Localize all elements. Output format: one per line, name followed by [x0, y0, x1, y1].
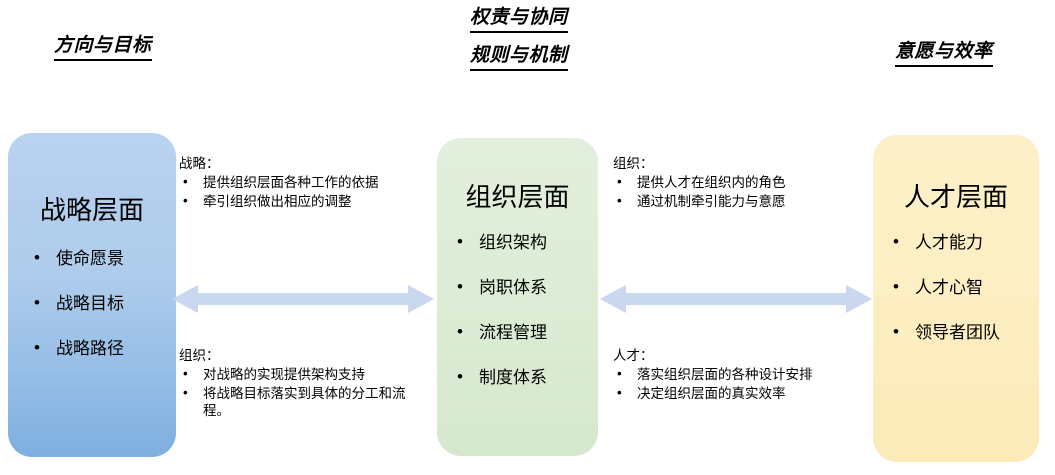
- double-arrow-icon-organization-talent: [600, 283, 872, 315]
- list-item: 提供组织层面各种工作的依据: [179, 173, 429, 191]
- note-title: 战略：: [179, 156, 220, 171]
- list-item: 决定组织层面的真实效率: [613, 384, 873, 402]
- note-strategy-to-organization: 战略： 提供组织层面各种工作的依据 牵引组织做出相应的调整: [179, 155, 429, 211]
- list-item: 对战略的实现提供架构支持: [179, 365, 424, 383]
- list-item: 流程管理: [449, 323, 598, 341]
- list-item: 组织架构: [449, 233, 598, 251]
- list-item: 制度体系: [449, 368, 598, 386]
- list-item: 岗职体系: [449, 278, 598, 296]
- pillar-talent-title: 人才层面: [903, 182, 1008, 212]
- pillar-strategy-level[interactable]: 战略层面 使命愿景 战略目标 战略路径: [8, 133, 176, 457]
- heading-rules-text: 规则与机制: [470, 44, 568, 71]
- list-item: 人才能力: [885, 233, 1039, 251]
- heading-authority-text: 权责与协同: [470, 6, 568, 33]
- list-item: 落实组织层面的各种设计安排: [613, 365, 873, 383]
- list-item: 战略路径: [26, 339, 176, 357]
- note-list: 对战略的实现提供架构支持 将战略目标落实到具体的分工和流程。: [179, 365, 424, 420]
- heading-rules-line: 规则与机制: [470, 44, 568, 71]
- list-item: 牵引组织做出相应的调整: [179, 192, 429, 210]
- double-arrow-icon-strategy-organization: [172, 283, 434, 315]
- note-talent-to-organization: 人才： 落实组织层面的各种设计安排 决定组织层面的真实效率: [613, 347, 873, 403]
- note-title: 组织：: [179, 348, 220, 363]
- heading-willingness-and-efficiency: 意愿与效率: [895, 40, 993, 67]
- pillar-talent-list: 人才能力 人才心智 领导者团队: [873, 233, 1039, 341]
- note-title: 人才：: [613, 348, 654, 363]
- list-item: 通过机制牵引能力与意愿: [613, 192, 863, 210]
- note-organization-to-talent: 组织： 提供人才在组织内的角色 通过机制牵引能力与意愿: [613, 155, 863, 211]
- pillar-strategy-list: 使命愿景 战略目标 战略路径: [8, 249, 176, 357]
- pillar-organization-title: 组织层面: [465, 182, 570, 212]
- pillar-talent-level[interactable]: 人才层面 人才能力 人才心智 领导者团队: [873, 135, 1039, 462]
- heading-willingness-text: 意愿与效率: [895, 40, 993, 67]
- list-item: 提供人才在组织内的角色: [613, 173, 863, 191]
- list-item: 将战略目标落实到具体的分工和流程。: [179, 384, 424, 420]
- note-list: 提供人才在组织内的角色 通过机制牵引能力与意愿: [613, 173, 863, 210]
- list-item: 领导者团队: [885, 323, 1039, 341]
- pillar-organization-level[interactable]: 组织层面 组织架构 岗职体系 流程管理 制度体系: [437, 138, 598, 456]
- heading-authority-line: 权责与协同: [470, 6, 568, 33]
- pillar-organization-list: 组织架构 岗职体系 流程管理 制度体系: [437, 233, 598, 386]
- list-item: 战略目标: [26, 294, 176, 312]
- note-organization-to-strategy: 组织： 对战略的实现提供架构支持 将战略目标落实到具体的分工和流程。: [179, 347, 424, 420]
- note-list: 提供组织层面各种工作的依据 牵引组织做出相应的调整: [179, 173, 429, 210]
- heading-direction-and-goals-text: 方向与目标: [54, 34, 152, 61]
- list-item: 人才心智: [885, 278, 1039, 296]
- list-item: 使命愿景: [26, 249, 176, 267]
- heading-authority-and-rules: 权责与协同 规则与机制: [470, 6, 568, 71]
- heading-direction-and-goals: 方向与目标: [54, 34, 152, 61]
- note-list: 落实组织层面的各种设计安排 决定组织层面的真实效率: [613, 365, 873, 402]
- note-title: 组织：: [613, 156, 654, 171]
- pillar-strategy-title: 战略层面: [39, 195, 144, 225]
